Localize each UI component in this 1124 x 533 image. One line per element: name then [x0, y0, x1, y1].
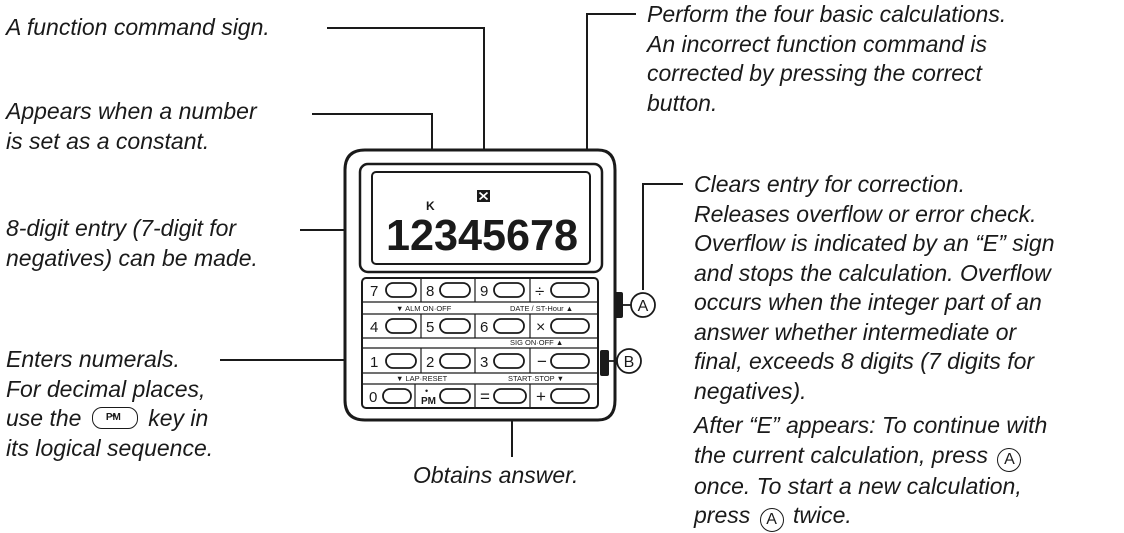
key-label-pm: PM	[421, 396, 436, 407]
side-label-b: B	[624, 354, 635, 371]
label-alm-on-off: ▼ ALM ON·OFF	[396, 304, 452, 313]
k-indicator: K	[426, 199, 435, 213]
key-equals[interactable]	[493, 388, 527, 404]
key-label-plus: +	[536, 387, 546, 406]
key-label-equals: =	[480, 387, 490, 406]
annotation-answer: Obtains answer.	[413, 462, 579, 488]
key-label-4: 4	[370, 319, 378, 336]
circle-a-inline-icon-2: A	[759, 508, 784, 532]
key-pm[interactable]	[439, 388, 471, 404]
side-button-a[interactable]	[614, 292, 623, 318]
key-multiply[interactable]	[550, 318, 590, 334]
annotation-clears: Clears entry for correction. Releases ov…	[694, 171, 1055, 404]
key-label-1: 1	[370, 354, 378, 371]
lcd-screen	[371, 171, 591, 265]
key-minus[interactable]	[550, 353, 590, 369]
key-7[interactable]	[385, 282, 417, 298]
key-label-pm-dot: •	[425, 386, 428, 396]
key-label-7: 7	[370, 283, 378, 300]
leader-clears	[642, 183, 683, 290]
key-4[interactable]	[385, 318, 417, 334]
key-label-2: 2	[426, 354, 434, 371]
annotation-entry: 8-digit entry (7-digit for negatives) ca…	[6, 215, 258, 271]
annotation-after-e: After “E” appears: To continue with the …	[694, 411, 1047, 532]
key-label-5: 5	[426, 319, 434, 336]
leader-function-sign	[327, 27, 485, 188]
annotation-four-calc: Perform the four basic calculations. An …	[647, 1, 1007, 116]
key-label-8: 8	[426, 283, 434, 300]
key-3[interactable]	[493, 353, 525, 369]
keypad-frame	[361, 277, 599, 409]
key-5[interactable]	[439, 318, 471, 334]
pm-key-icon: • PM	[91, 407, 138, 429]
annotation-numerals: Enters numerals. For decimal places, use…	[6, 346, 214, 461]
key-0[interactable]	[382, 388, 412, 404]
key-label-0: 0	[369, 389, 377, 406]
side-label-a: A	[638, 298, 649, 315]
label-sig-on-off: SIG ON·OFF ▲	[510, 338, 563, 347]
key-8[interactable]	[439, 282, 471, 298]
circle-a-inline-icon: A	[997, 447, 1022, 472]
key-label-divide: ÷	[535, 282, 544, 301]
key-label-9: 9	[480, 283, 488, 300]
annotation-constant: Appears when a number is set as a consta…	[6, 98, 257, 154]
label-start-stop: START·STOP ▼	[508, 374, 564, 383]
key-divide[interactable]	[550, 282, 590, 298]
side-button-b[interactable]	[600, 350, 609, 376]
key-label-minus: −	[537, 352, 547, 371]
key-label-multiply: ×	[536, 319, 545, 336]
annotation-function-sign: A function command sign.	[6, 14, 270, 40]
key-label-3: 3	[480, 354, 488, 371]
label-date-st-hour: DATE / ST-Hour ▲	[510, 304, 573, 313]
key-6[interactable]	[493, 318, 525, 334]
key-plus[interactable]	[550, 388, 590, 404]
key-2[interactable]	[439, 353, 471, 369]
lcd-digits: 12345678	[386, 211, 578, 260]
key-9[interactable]	[493, 282, 525, 298]
label-lap-reset: ▼ LAP·RESET	[396, 374, 448, 383]
key-1[interactable]	[385, 353, 417, 369]
key-label-6: 6	[480, 319, 488, 336]
